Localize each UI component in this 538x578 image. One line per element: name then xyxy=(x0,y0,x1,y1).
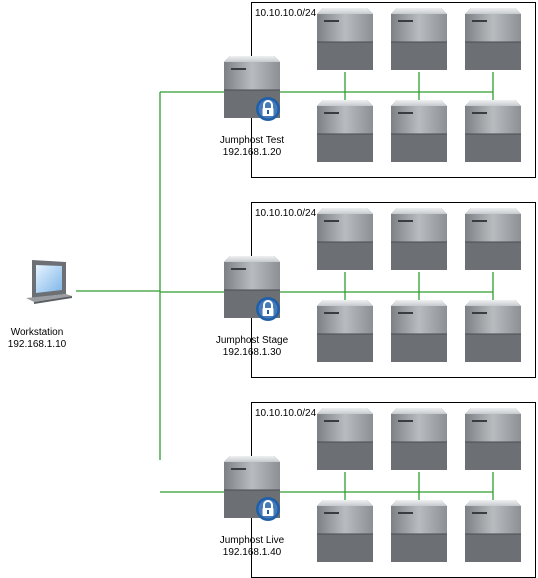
jumphost-stage-server-2-1-icon xyxy=(316,299,374,363)
jumphost-stage-server-2-2-icon xyxy=(390,299,448,363)
jumphost-live-lock-icon xyxy=(255,496,281,522)
jumphost-stage-name-label: Jumphost Stage xyxy=(216,335,289,346)
node-labels: Workstation192.168.1.1010.10.10.0/24Jump… xyxy=(8,8,317,558)
jumphost-stage-ip-label: 192.168.1.30 xyxy=(223,347,282,358)
jumphost-test-server-2-1-icon xyxy=(316,99,374,163)
jumphost-live-server-1-2-icon xyxy=(390,407,448,471)
jumphost-stage-server-1-2-icon xyxy=(390,207,448,271)
workstation-name-label: Workstation xyxy=(11,327,64,338)
jumphost-stage-server-1-1-icon xyxy=(316,207,374,271)
jumphost-test-server-1-3-icon xyxy=(464,7,522,71)
network-nodes xyxy=(26,7,522,563)
jumphost-stage-subnet-label: 10.10.10.0/24 xyxy=(255,208,317,219)
jumphost-live-server-2-1-icon xyxy=(316,499,374,563)
jumphost-test-ip-label: 192.168.1.20 xyxy=(223,147,282,158)
jumphost-test-name-label: Jumphost Test xyxy=(220,135,285,146)
jumphost-test-server-2-3-icon xyxy=(464,99,522,163)
jumphost-live-server-1-3-icon xyxy=(464,407,522,471)
jumphost-live-subnet-label: 10.10.10.0/24 xyxy=(255,408,317,419)
jumphost-test-subnet-label: 10.10.10.0/24 xyxy=(255,8,317,19)
jumphost-test-server-1-1-icon xyxy=(316,7,374,71)
jumphost-test-server-2-2-icon xyxy=(390,99,448,163)
network-links xyxy=(76,72,494,506)
jumphost-live-name-label: Jumphost Live xyxy=(220,535,285,546)
workstation-ip-label: 192.168.1.10 xyxy=(8,339,67,350)
jumphost-live-ip-label: 192.168.1.40 xyxy=(223,547,282,558)
jumphost-test-lock-icon xyxy=(255,96,281,122)
jumphost-live-server-1-1-icon xyxy=(316,407,374,471)
jumphost-live-server-2-2-icon xyxy=(390,499,448,563)
jumphost-stage-server-2-3-icon xyxy=(464,299,522,363)
jumphost-test-server-1-2-icon xyxy=(390,7,448,71)
jumphost-stage-server-1-3-icon xyxy=(464,207,522,271)
jumphost-stage-lock-icon xyxy=(255,296,281,322)
laptop-icon xyxy=(26,260,72,304)
jumphost-live-server-2-3-icon xyxy=(464,499,522,563)
